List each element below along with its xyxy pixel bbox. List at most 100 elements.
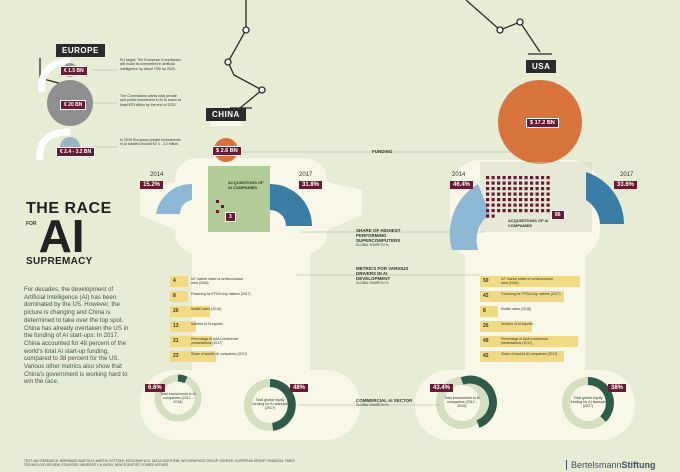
acquisition-dot: [497, 187, 501, 191]
metric-label: Financing for FPGA chip makers (2017): [191, 292, 251, 296]
title-block: THE RACE FOR AI SUPREMACY: [26, 200, 112, 267]
acquisition-dot: [546, 181, 550, 185]
metric-bar: [170, 336, 212, 347]
acquisition-dot: [519, 181, 523, 185]
acquisition-dot: [491, 203, 495, 207]
acquisition-dot: [530, 187, 534, 191]
metric-row: 42 Financing for FPGA chip makers (2017): [480, 291, 580, 302]
acquisition-dot: [541, 203, 545, 207]
metric-value: 50: [483, 278, 489, 284]
acquisition-dot: [513, 192, 517, 196]
usa-right-circle-label: Total global equity funding for AI start…: [570, 396, 606, 409]
china-acq-label: ACQUISITIONS OF AI COMPANIES: [228, 180, 264, 190]
china-acquisition-dots: [216, 200, 224, 213]
title-line1: THE RACE: [26, 200, 112, 217]
acquisition-dot: [486, 192, 490, 196]
metric-bar: [170, 306, 210, 317]
metric-label: Number of AI experts: [191, 322, 223, 326]
title-for: FOR: [26, 221, 37, 227]
acquisition-dot: [530, 192, 534, 196]
metric-value: 42: [483, 293, 489, 299]
supercomputers-title: SHARE OF HIGHEST PERFORMING SUPERCOMPUTE…: [356, 228, 401, 243]
usa-acquisition-dots: [486, 176, 550, 218]
acquisition-dot: [535, 209, 539, 213]
metrics-title: METRICS FOR VARIOUS DRIVERS IN AI DEVELO…: [356, 266, 409, 281]
acquisition-dot: [491, 214, 495, 218]
metric-label: Mobile users (2016): [191, 307, 221, 311]
china-arc-2017: [270, 184, 312, 226]
acquisition-dot: [497, 181, 501, 185]
metric-label: Share of world's AI companies (2017): [501, 352, 558, 356]
metric-value: 42: [483, 353, 489, 359]
usa-robot-arm: [465, 0, 552, 55]
europe-note-2: The Commission wants total private and p…: [120, 94, 181, 107]
china-robot-arm: [224, 0, 266, 109]
acquisition-dot: [524, 181, 528, 185]
connector-lines: [92, 69, 520, 406]
acquisition-dot: [502, 187, 506, 191]
acquisition-dot: [502, 209, 506, 213]
metric-label: Financing for FPGA chip makers (2017): [501, 292, 561, 296]
china-year-2014: 2014: [150, 172, 164, 178]
metric-value: 26: [483, 323, 489, 329]
usa-funding: $ 17.2 BN: [526, 118, 559, 128]
metric-bar: [480, 351, 564, 362]
europe-tag-2: € 20 BN: [60, 100, 87, 110]
metric-value: 23: [173, 353, 179, 359]
metric-row: 42 Share of world's AI companies (2017): [480, 351, 580, 362]
acquisition-dot: [535, 181, 539, 185]
usa-share-2017: 33.6%: [614, 181, 638, 189]
acquisition-dot: [486, 214, 490, 218]
china-right-pct: 48%: [290, 384, 309, 392]
metric-value: 8: [483, 308, 486, 314]
metric-bar: [480, 306, 498, 317]
acquisition-dot: [519, 192, 523, 196]
europe-robot: [36, 58, 71, 161]
acquisition-dot: [513, 198, 517, 202]
china-left-circle-label: Total investments in AI companies (2012 …: [160, 392, 196, 405]
acquisition-dot: [508, 203, 512, 207]
acquisition-dot: [486, 209, 490, 213]
china-left-pct: 6.6%: [145, 384, 165, 392]
metric-bar: [170, 351, 216, 362]
acquisition-dot: [541, 181, 545, 185]
acquisition-dot: [524, 176, 528, 180]
acquisition-dot: [535, 192, 539, 196]
supercomputers-block: SHARE OF HIGHEST PERFORMING SUPERCOMPUTE…: [356, 228, 426, 247]
commercial-sub: GLOBAL SHARE IN %: [356, 403, 389, 407]
europe-tag-1: € 1.5 BN: [60, 66, 88, 76]
metric-label: Mobile users (2016): [501, 307, 531, 311]
metric-value: 4: [173, 278, 176, 284]
usa-left-pct: 43.4%: [430, 384, 454, 392]
acquisition-dot: [502, 203, 506, 207]
china-share-2014: 15.2%: [140, 181, 164, 189]
metric-label: Share of world's AI companies (2017): [191, 352, 248, 356]
acquisition-dot: [508, 187, 512, 191]
europe-note-1: EU target: The European Commission will …: [120, 58, 181, 71]
metric-label: Number of AI experts: [501, 322, 533, 326]
metric-bar: [170, 276, 188, 287]
funding-label: FUNDING: [372, 149, 393, 154]
metric-row: 26 Number of AI experts: [480, 321, 580, 332]
acquisition-dot: [524, 192, 528, 196]
title-ai: AI: [38, 210, 85, 262]
china-flag: CHINA: [206, 108, 246, 121]
acquisition-dot: [508, 176, 512, 180]
acquisition-dot: [497, 176, 501, 180]
china-share-2017: 31.8%: [299, 181, 323, 189]
metric-label: Percentage of AAAI conference presentati…: [501, 337, 549, 345]
commercial-title: COMMERCIAL AI SECTOR: [356, 398, 413, 403]
acquisition-dot: [513, 176, 517, 180]
acquisition-dot: [524, 187, 528, 191]
metric-bar: [480, 336, 578, 347]
title-line3: SUPREMACY: [26, 256, 93, 267]
acquisition-dot: [502, 192, 506, 196]
acquisition-dot: [513, 203, 517, 207]
usa-flag: USA: [526, 60, 557, 73]
usa-right-ring: [562, 377, 614, 429]
